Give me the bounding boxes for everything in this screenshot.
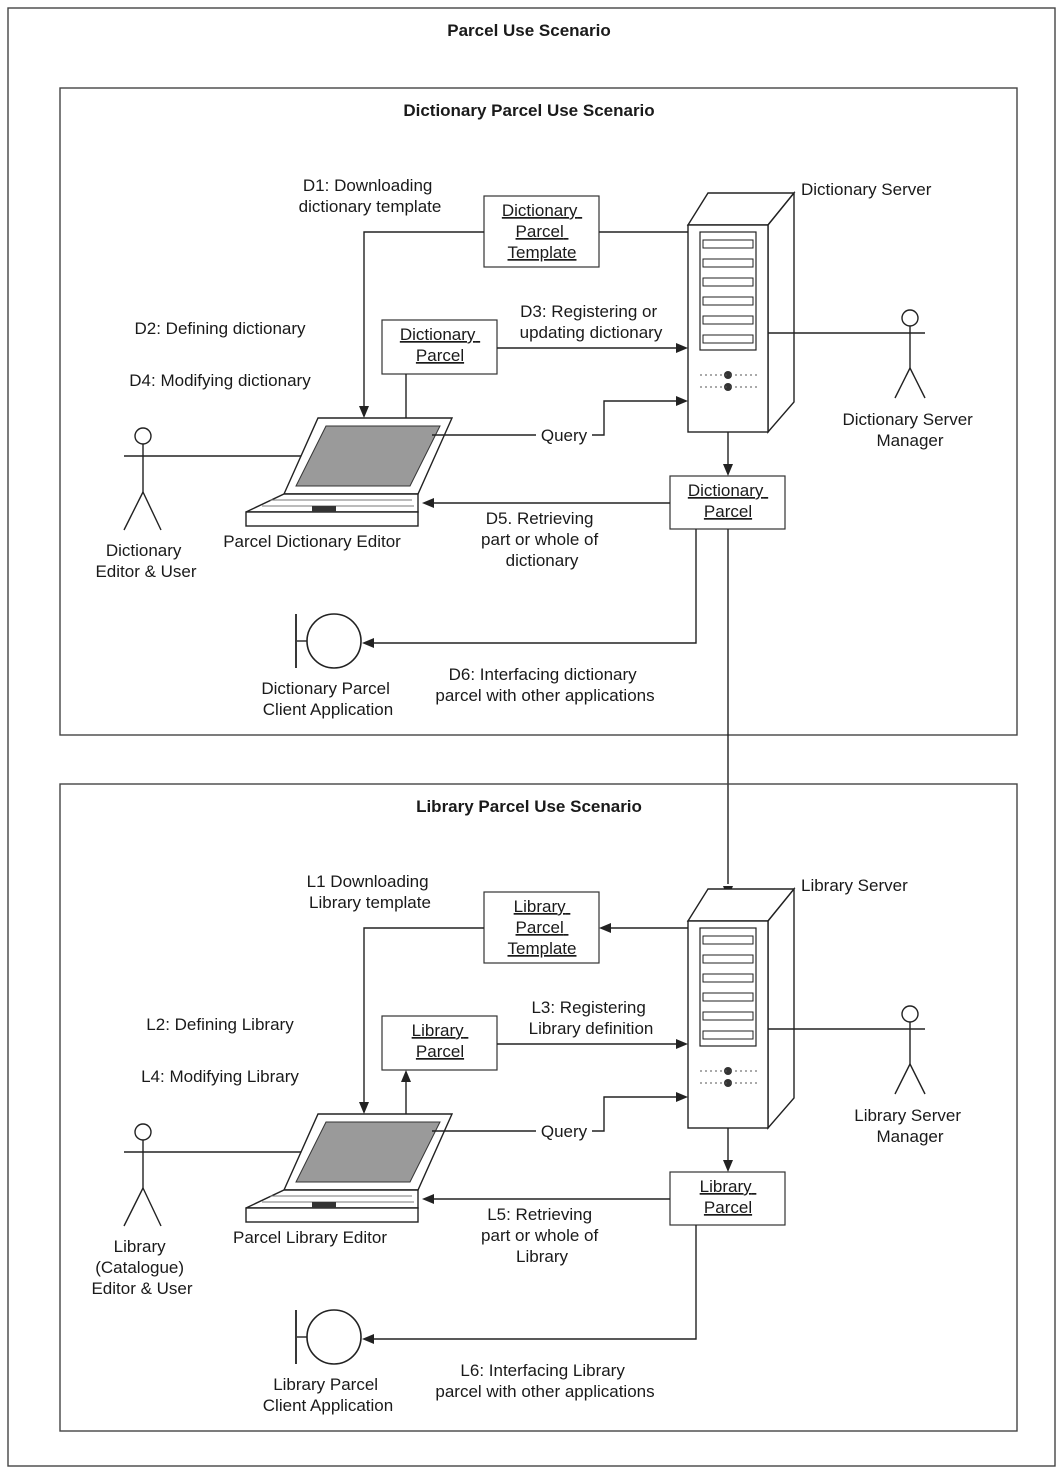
l5-label: L5: Retrieving part or whole of Library — [481, 1205, 603, 1266]
dictionary-frame — [59, 87, 1018, 736]
l3-label: L3: Registering Library definition — [529, 998, 654, 1038]
library-query-arrow — [592, 1096, 682, 1132]
dictionary-parcel-label: Dictionary Parcel — [400, 325, 480, 365]
dictionary-server-manager-label: Dictionary Server Manager — [842, 410, 977, 450]
library-retrieved-parcel-box — [669, 1171, 786, 1226]
library-section: Library Parcel Use Scenario Library Serv… — [59, 783, 1018, 1432]
dictionary-editor-user-actor — [123, 427, 162, 531]
dictionary-laptop-icon — [245, 417, 454, 527]
library-editor-app-label: Parcel Library Editor — [233, 1228, 387, 1247]
library-client-app-icon — [295, 1309, 362, 1365]
library-query-label: Query — [541, 1122, 588, 1141]
library-server-label: Library Server — [801, 876, 908, 895]
l1-arrow — [363, 927, 484, 1112]
library-client-app-label: Library Parcel Client Application — [263, 1375, 393, 1415]
dictionary-editor-app-label: Parcel Dictionary Editor — [223, 532, 401, 551]
l2-label: L2: Defining Library — [146, 1015, 294, 1034]
dictionary-section: Dictionary Parcel Use Scenario Dictionar… — [59, 87, 1018, 736]
library-editor-user-label: Library (Catalogue) Editor & User — [91, 1237, 192, 1298]
dictionary-retrieved-parcel-label: Dictionary Parcel — [688, 481, 768, 521]
l4-label: L4: Modifying Library — [141, 1067, 299, 1086]
dictionary-server-label: Dictionary Server — [801, 180, 932, 199]
l6-arrow — [368, 1225, 697, 1340]
dictionary-parcel-box — [381, 319, 498, 375]
library-editor-user-actor — [123, 1123, 162, 1227]
outer-frame — [7, 7, 1056, 1467]
d6-label: D6: Interfacing dictionary parcel with o… — [435, 665, 654, 705]
library-retrieved-parcel-label: Library Parcel — [700, 1177, 757, 1217]
library-parcel-label: Library Parcel — [412, 1021, 469, 1061]
library-server-manager-actor — [894, 1005, 926, 1095]
dictionary-client-app-icon — [295, 613, 362, 669]
library-server-icon — [686, 887, 796, 1130]
d3-label: D3: Registering or updating dictionary — [520, 302, 663, 342]
library-section-title: Library Parcel Use Scenario — [416, 797, 642, 816]
library-template-box — [483, 891, 600, 964]
dictionary-query-label: Query — [541, 426, 588, 445]
dictionary-server-manager-actor — [894, 309, 926, 399]
library-server-manager-label: Library Server Manager — [854, 1106, 966, 1146]
d4-label: D4: Modifying dictionary — [129, 371, 311, 390]
l6-label: L6: Interfacing Library parcel with othe… — [435, 1361, 654, 1401]
d5-label: D5. Retrieving part or whole of dictiona… — [481, 509, 603, 570]
dictionary-template-label: Dictionary Parcel Template — [502, 201, 582, 262]
d1-arrow — [363, 231, 484, 416]
library-parcel-box — [381, 1015, 498, 1071]
d6-arrow — [368, 529, 697, 644]
dictionary-query-arrow — [592, 400, 682, 436]
library-laptop-icon — [245, 1113, 454, 1223]
d1-label: D1: Downloading dictionary template — [299, 176, 442, 216]
d2-label: D2: Defining dictionary — [134, 319, 306, 338]
library-frame — [59, 783, 1018, 1432]
dictionary-editor-user-label: Dictionary Editor & User — [95, 541, 196, 581]
dictionary-server-icon — [686, 191, 796, 434]
dictionary-section-title: Dictionary Parcel Use Scenario — [403, 101, 654, 120]
diagram-title: Parcel Use Scenario — [447, 21, 610, 40]
library-template-label: Library Parcel Template — [508, 897, 577, 958]
l1-label: L1 Downloading Library template — [307, 872, 434, 912]
dictionary-template-box — [483, 195, 600, 268]
dictionary-client-app-label: Dictionary Parcel Client Application — [261, 679, 394, 719]
